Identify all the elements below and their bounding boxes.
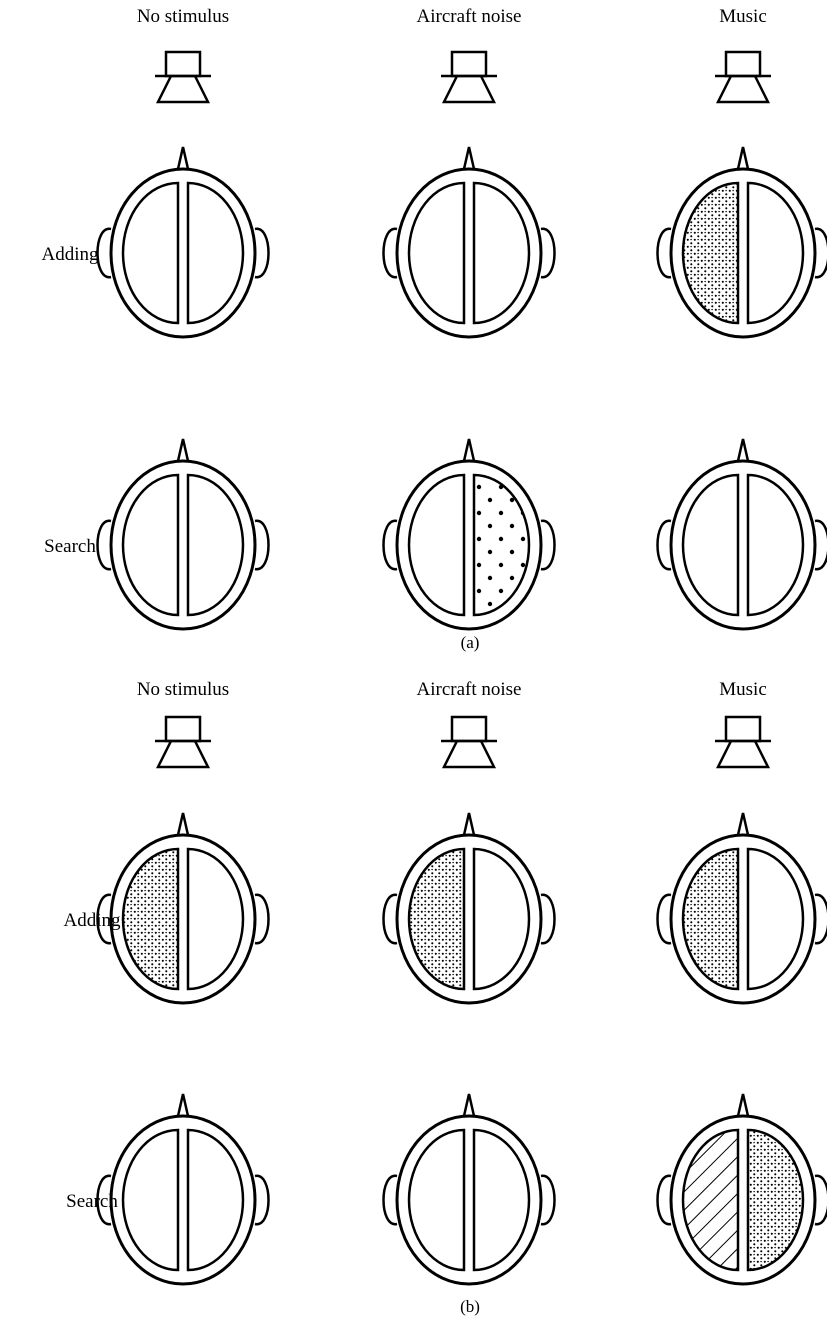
left-hemisphere [123, 1130, 178, 1270]
nose-mark [738, 1094, 748, 1116]
ear-right [255, 1176, 269, 1224]
ear-right [255, 895, 269, 943]
brain-head-icon [658, 813, 827, 1003]
nose-mark [178, 1094, 188, 1116]
panel-caption: (a) [461, 633, 480, 652]
ear-right [541, 229, 555, 277]
stimulus-label: Music [719, 6, 767, 27]
condition-label: Search [44, 536, 96, 557]
ear-left [384, 895, 398, 943]
ear-right [541, 895, 555, 943]
stimulus-label: Music [719, 679, 767, 700]
left-hemisphere [683, 183, 738, 323]
brain-head-icon [98, 813, 269, 1003]
left-hemisphere [409, 849, 464, 989]
brain-head-icon [658, 1094, 827, 1284]
ear-left [658, 229, 672, 277]
right-hemisphere [474, 183, 529, 323]
left-hemisphere [409, 1130, 464, 1270]
ear-right [255, 521, 269, 569]
ear-right [541, 521, 555, 569]
stimulus-label: No stimulus [137, 679, 229, 700]
condition-label: Adding [42, 244, 100, 265]
ear-left [384, 229, 398, 277]
ear-right [541, 1176, 555, 1224]
ear-right [815, 895, 827, 943]
right-hemisphere [188, 475, 243, 615]
nose-mark [464, 1094, 474, 1116]
ear-left [658, 895, 672, 943]
nose-mark [738, 147, 748, 169]
ear-left [384, 1176, 398, 1224]
right-hemisphere [474, 475, 529, 615]
right-hemisphere [748, 849, 803, 989]
right-hemisphere [748, 475, 803, 615]
left-hemisphere [683, 1130, 738, 1270]
nose-mark [738, 813, 748, 835]
speaker-icon [155, 52, 211, 102]
right-hemisphere [474, 849, 529, 989]
right-hemisphere [748, 183, 803, 323]
speaker-icon [155, 717, 211, 767]
left-hemisphere [409, 475, 464, 615]
ear-right [815, 521, 827, 569]
right-hemisphere [188, 183, 243, 323]
ear-left [658, 521, 672, 569]
right-hemisphere [188, 849, 243, 989]
left-hemisphere [123, 475, 178, 615]
brain-head-icon [658, 439, 827, 629]
stimulus-label: No stimulus [137, 6, 229, 27]
left-hemisphere [409, 183, 464, 323]
speaker-icon [441, 52, 497, 102]
left-hemisphere [683, 475, 738, 615]
stimulus-label: Aircraft noise [417, 679, 522, 700]
nose-mark [464, 147, 474, 169]
stimulus-label: Aircraft noise [417, 6, 522, 27]
ear-right [255, 229, 269, 277]
ear-right [815, 229, 827, 277]
brain-head-icon [384, 147, 555, 337]
nose-mark [178, 439, 188, 461]
brain-head-icon [384, 813, 555, 1003]
ear-left [98, 521, 112, 569]
panel-caption: (b) [460, 1297, 480, 1316]
ear-right [815, 1176, 827, 1224]
ear-left [98, 229, 112, 277]
speaker-icon [441, 717, 497, 767]
brain-head-icon [98, 439, 269, 629]
brain-head-icon [384, 439, 555, 629]
brain-head-icon [658, 147, 827, 337]
brain-head-icon [98, 147, 269, 337]
nose-mark [178, 147, 188, 169]
brain-head-icon [98, 1094, 269, 1284]
nose-mark [464, 439, 474, 461]
left-hemisphere [683, 849, 738, 989]
nose-mark [738, 439, 748, 461]
left-hemisphere [123, 849, 178, 989]
nose-mark [464, 813, 474, 835]
speaker-icon [715, 717, 771, 767]
right-hemisphere [188, 1130, 243, 1270]
nose-mark [178, 813, 188, 835]
ear-left [658, 1176, 672, 1224]
ear-left [384, 521, 398, 569]
right-hemisphere [474, 1130, 529, 1270]
speaker-icon [715, 52, 771, 102]
left-hemisphere [123, 183, 178, 323]
right-hemisphere [748, 1130, 803, 1270]
brain-head-icon [384, 1094, 555, 1284]
